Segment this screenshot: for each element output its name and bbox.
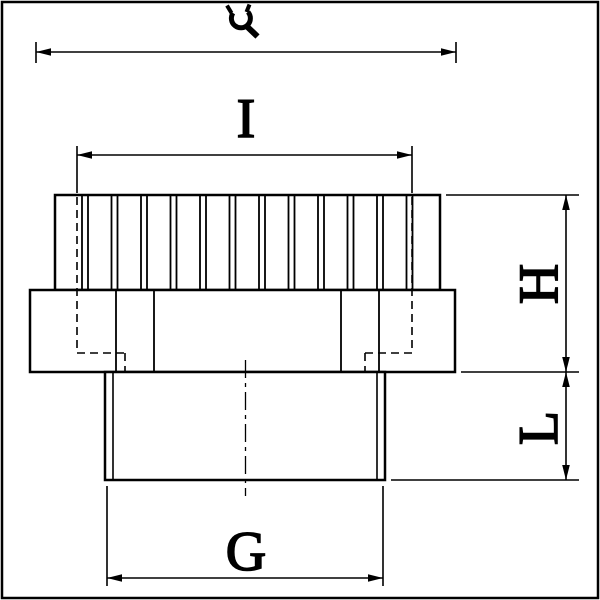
arrowhead-left — [77, 151, 92, 159]
extension-lines — [446, 194, 579, 373]
knurl-ribs — [81, 195, 414, 290]
wrench-icon — [225, 3, 260, 39]
arrowhead-bottom — [562, 357, 570, 372]
arrowhead-top — [562, 372, 570, 387]
dimension-label-G: G — [226, 521, 266, 583]
extension-lines — [106, 486, 384, 586]
dimension-label-H: H — [508, 264, 570, 304]
hidden-bore-lines — [76, 197, 413, 371]
arrowhead-bottom — [562, 465, 570, 480]
cap-outline — [53, 193, 442, 292]
dimension-I: I — [76, 87, 413, 193]
knurled-cap — [53, 193, 442, 292]
thread-depth-lines — [112, 372, 378, 480]
dimension-G: G — [106, 486, 384, 586]
arrowhead-left — [36, 48, 51, 56]
wrench-size-dimension — [35, 42, 457, 63]
dimension-L: L — [391, 372, 579, 481]
hex-body — [28, 288, 457, 374]
arrowhead-top — [562, 195, 570, 210]
hex-outline — [28, 288, 457, 374]
arrowhead-right — [368, 574, 383, 582]
dimension-H: H — [446, 194, 579, 373]
arrowhead-right — [397, 151, 412, 159]
dimension-label-L: L — [508, 411, 570, 445]
arrowhead-left — [107, 574, 122, 582]
dimension-label-I: I — [237, 88, 256, 150]
extension-lines — [76, 146, 413, 193]
arrowhead-right — [441, 48, 456, 56]
hex-flat-edges — [115, 290, 380, 372]
